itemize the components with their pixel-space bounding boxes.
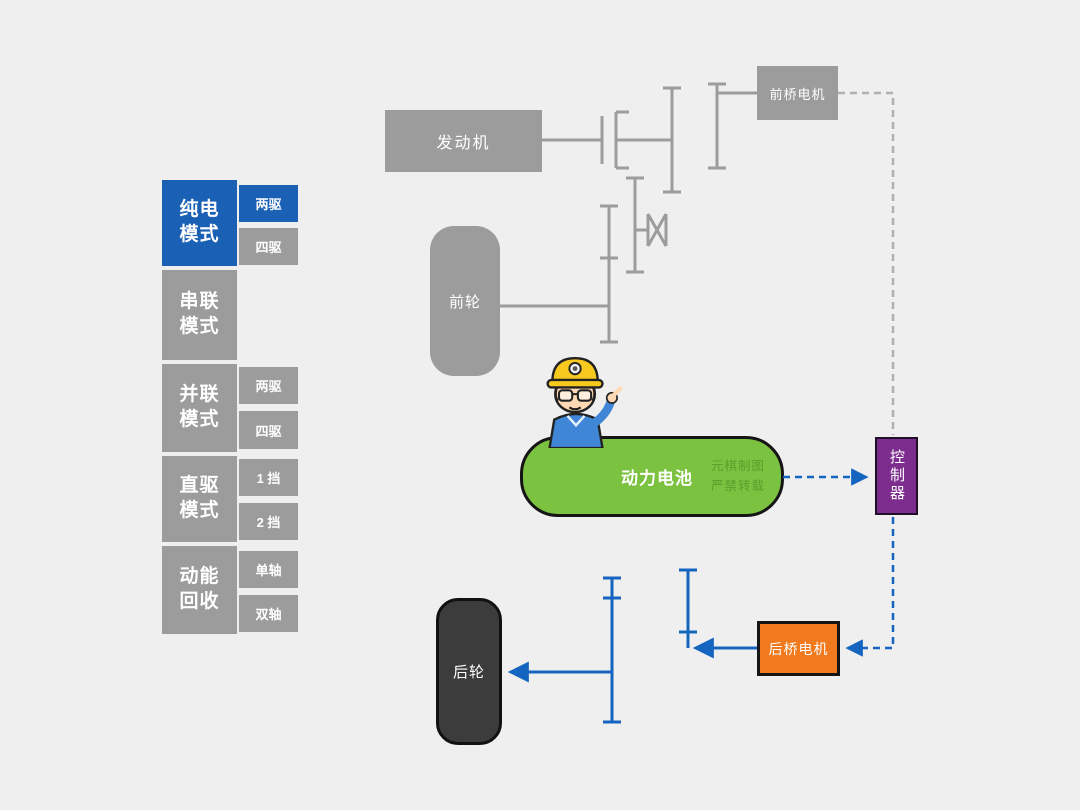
mode-parallel-sub-2wd[interactable]: 两驱 [239,367,298,404]
engine-box: 发动机 [385,110,542,172]
front-axle-motor-label: 前桥电机 [769,86,826,102]
battery-watermark-text: 元棋制图 严禁转载 [711,459,766,493]
hard-hat-icon [551,356,599,383]
mascot-mouth [568,406,582,411]
rear-wheel-box: 后轮 [436,598,502,745]
rear-wheel-label: 后轮 [452,664,485,681]
mode-direct-drive-sub-gear2[interactable]: 2 挡 [239,503,298,540]
mode-parallel[interactable]: 并联 模式 [162,364,237,452]
controller-to-rear-motor-arrow [845,517,895,657]
headlamp-icon [568,361,582,376]
mascot-collar [566,415,586,428]
power-battery-label: 动力电池 [621,469,693,488]
mode-pure-electric-sub-4wd[interactable]: 四驱 [239,228,298,265]
mode-pure-electric[interactable]: 纯电 模式 [162,180,237,266]
controller-label: 控制器 [888,449,905,503]
rear-axle-motor-box: 后桥电机 [757,621,840,676]
front-axle-motor-box: 前桥电机 [757,66,838,120]
headlamp-lens [572,366,578,371]
mascot-pointing-finger [610,386,623,399]
engineer-mascot [546,356,623,448]
mascot-arm [589,396,616,428]
front-motor-to-controller-dashed-line [838,91,895,435]
rear-axle-motor-label: 后桥电机 [768,640,829,657]
mode-parallel-sub-4wd[interactable]: 四驱 [239,411,298,449]
front-wheel-label: 前轮 [448,293,481,311]
power-battery-box: 动力电池 元棋制图 严禁转载 [520,436,784,517]
mascot-hair-right [591,387,596,402]
mascot-hand [605,391,618,404]
mode-series[interactable]: 串联 模式 [162,270,237,360]
controller-box: 控制器 [875,437,918,515]
mascot-hair [554,387,559,402]
mode-pure-electric-sub-2wd[interactable]: 两驱 [239,185,298,222]
mode-energy-recovery-sub-single-axle[interactable]: 单轴 [239,551,298,588]
mode-direct-drive[interactable]: 直驱 模式 [162,456,237,542]
mode-energy-recovery-sub-dual-axle[interactable]: 双轴 [239,595,298,632]
rear-gearbox-schematic [507,568,757,724]
engine-label: 发动机 [436,135,491,152]
glasses-right-lens [576,389,593,402]
hard-hat-brim [546,378,604,389]
mascot-face [554,374,597,414]
glasses-left-lens [557,389,574,402]
front-wheel-box: 前轮 [430,226,500,376]
mode-direct-drive-sub-gear1[interactable]: 1 挡 [239,459,298,496]
mode-energy-recovery[interactable]: 动能 回收 [162,546,237,634]
